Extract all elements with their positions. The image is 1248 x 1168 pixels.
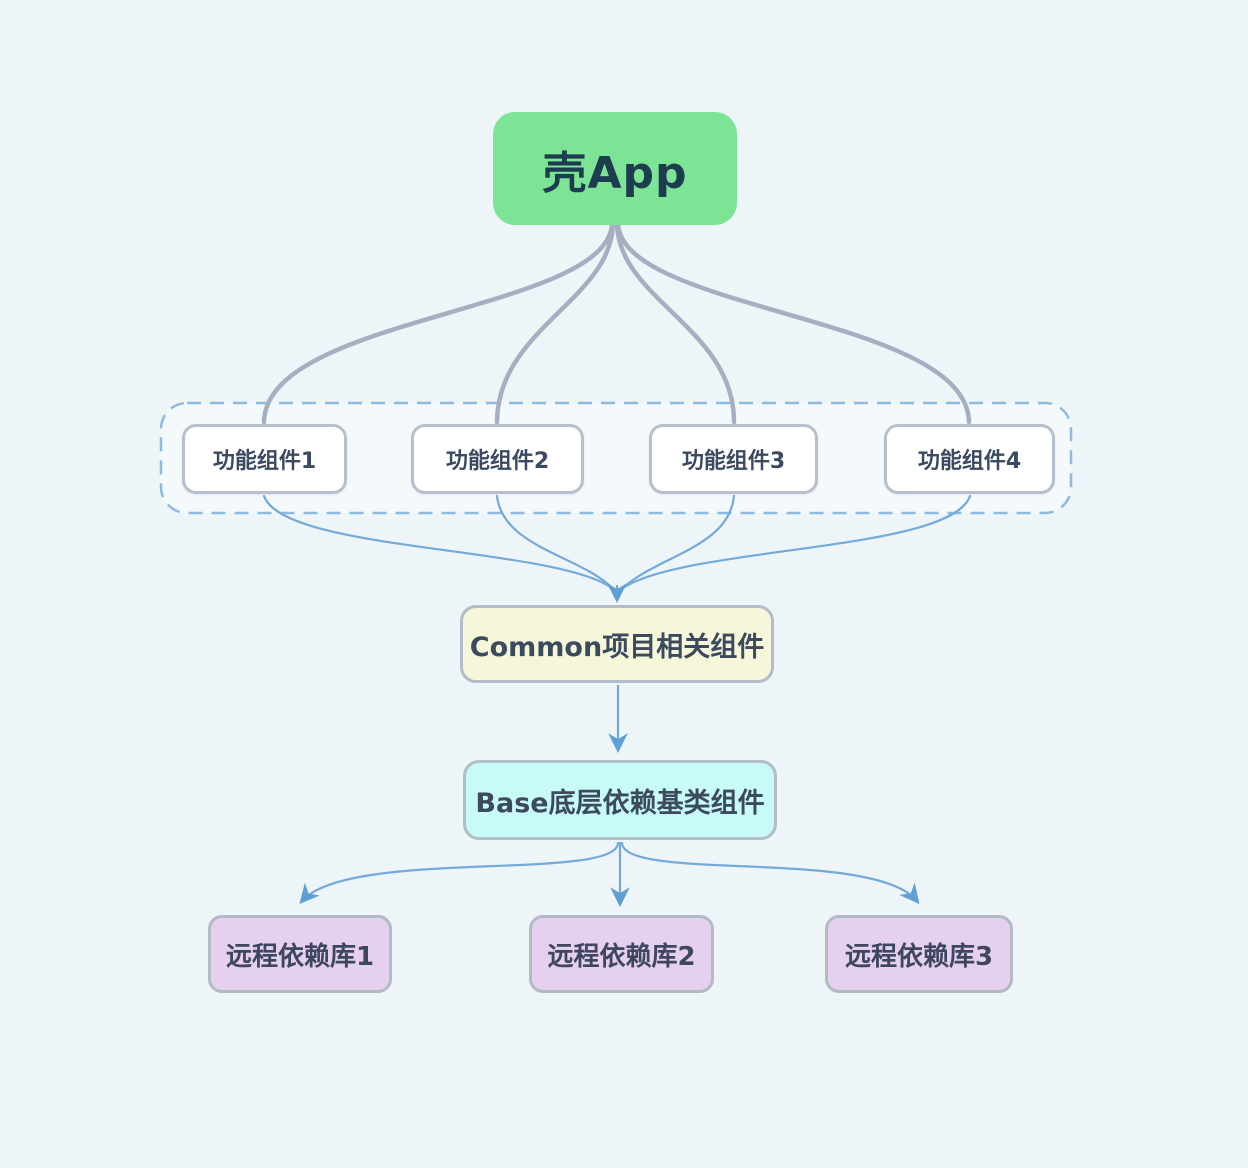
node-label: 壳App [542, 147, 688, 199]
node-label: 功能组件1 [212, 449, 317, 474]
node-feature-3[interactable]: 功能组件3 [649, 424, 818, 494]
node-shell-app[interactable]: 壳App [493, 112, 737, 225]
node-label: Base底层依赖基类组件 [475, 787, 765, 819]
node-remote-lib-2[interactable]: 远程依赖库2 [529, 915, 714, 993]
edge-feature1-to-common [262, 494, 614, 590]
edge-base-to-remote1 [299, 841, 620, 904]
edge-feature4-to-common [621, 494, 972, 590]
edge-feature3-to-common [620, 494, 736, 591]
edge-shell-to-feature1 [261, 221, 615, 425]
node-feature-1[interactable]: 功能组件1 [182, 424, 347, 494]
edge-shell-to-feature4 [615, 221, 972, 425]
node-remote-lib-3[interactable]: 远程依赖库3 [825, 915, 1013, 993]
edge-shell-to-feature3 [614, 221, 737, 425]
node-label: 功能组件4 [917, 449, 1022, 474]
node-common-components[interactable]: Common项目相关组件 [460, 605, 774, 683]
node-label: 功能组件3 [681, 449, 786, 474]
node-feature-2[interactable]: 功能组件2 [411, 424, 584, 494]
node-label: 远程依赖库3 [844, 941, 994, 972]
edge-base-to-remote3 [620, 841, 920, 905]
node-label: 远程依赖库2 [547, 941, 696, 972]
node-remote-lib-1[interactable]: 远程依赖库1 [208, 915, 392, 993]
node-label: 功能组件2 [445, 449, 550, 474]
node-feature-4[interactable]: 功能组件4 [884, 424, 1055, 494]
node-base-components[interactable]: Base底层依赖基类组件 [463, 760, 777, 840]
edge-feature2-to-common [495, 494, 615, 591]
edge-shell-to-feature2 [494, 221, 616, 425]
node-label: Common项目相关组件 [469, 631, 765, 663]
node-label: 远程依赖库1 [225, 941, 375, 972]
